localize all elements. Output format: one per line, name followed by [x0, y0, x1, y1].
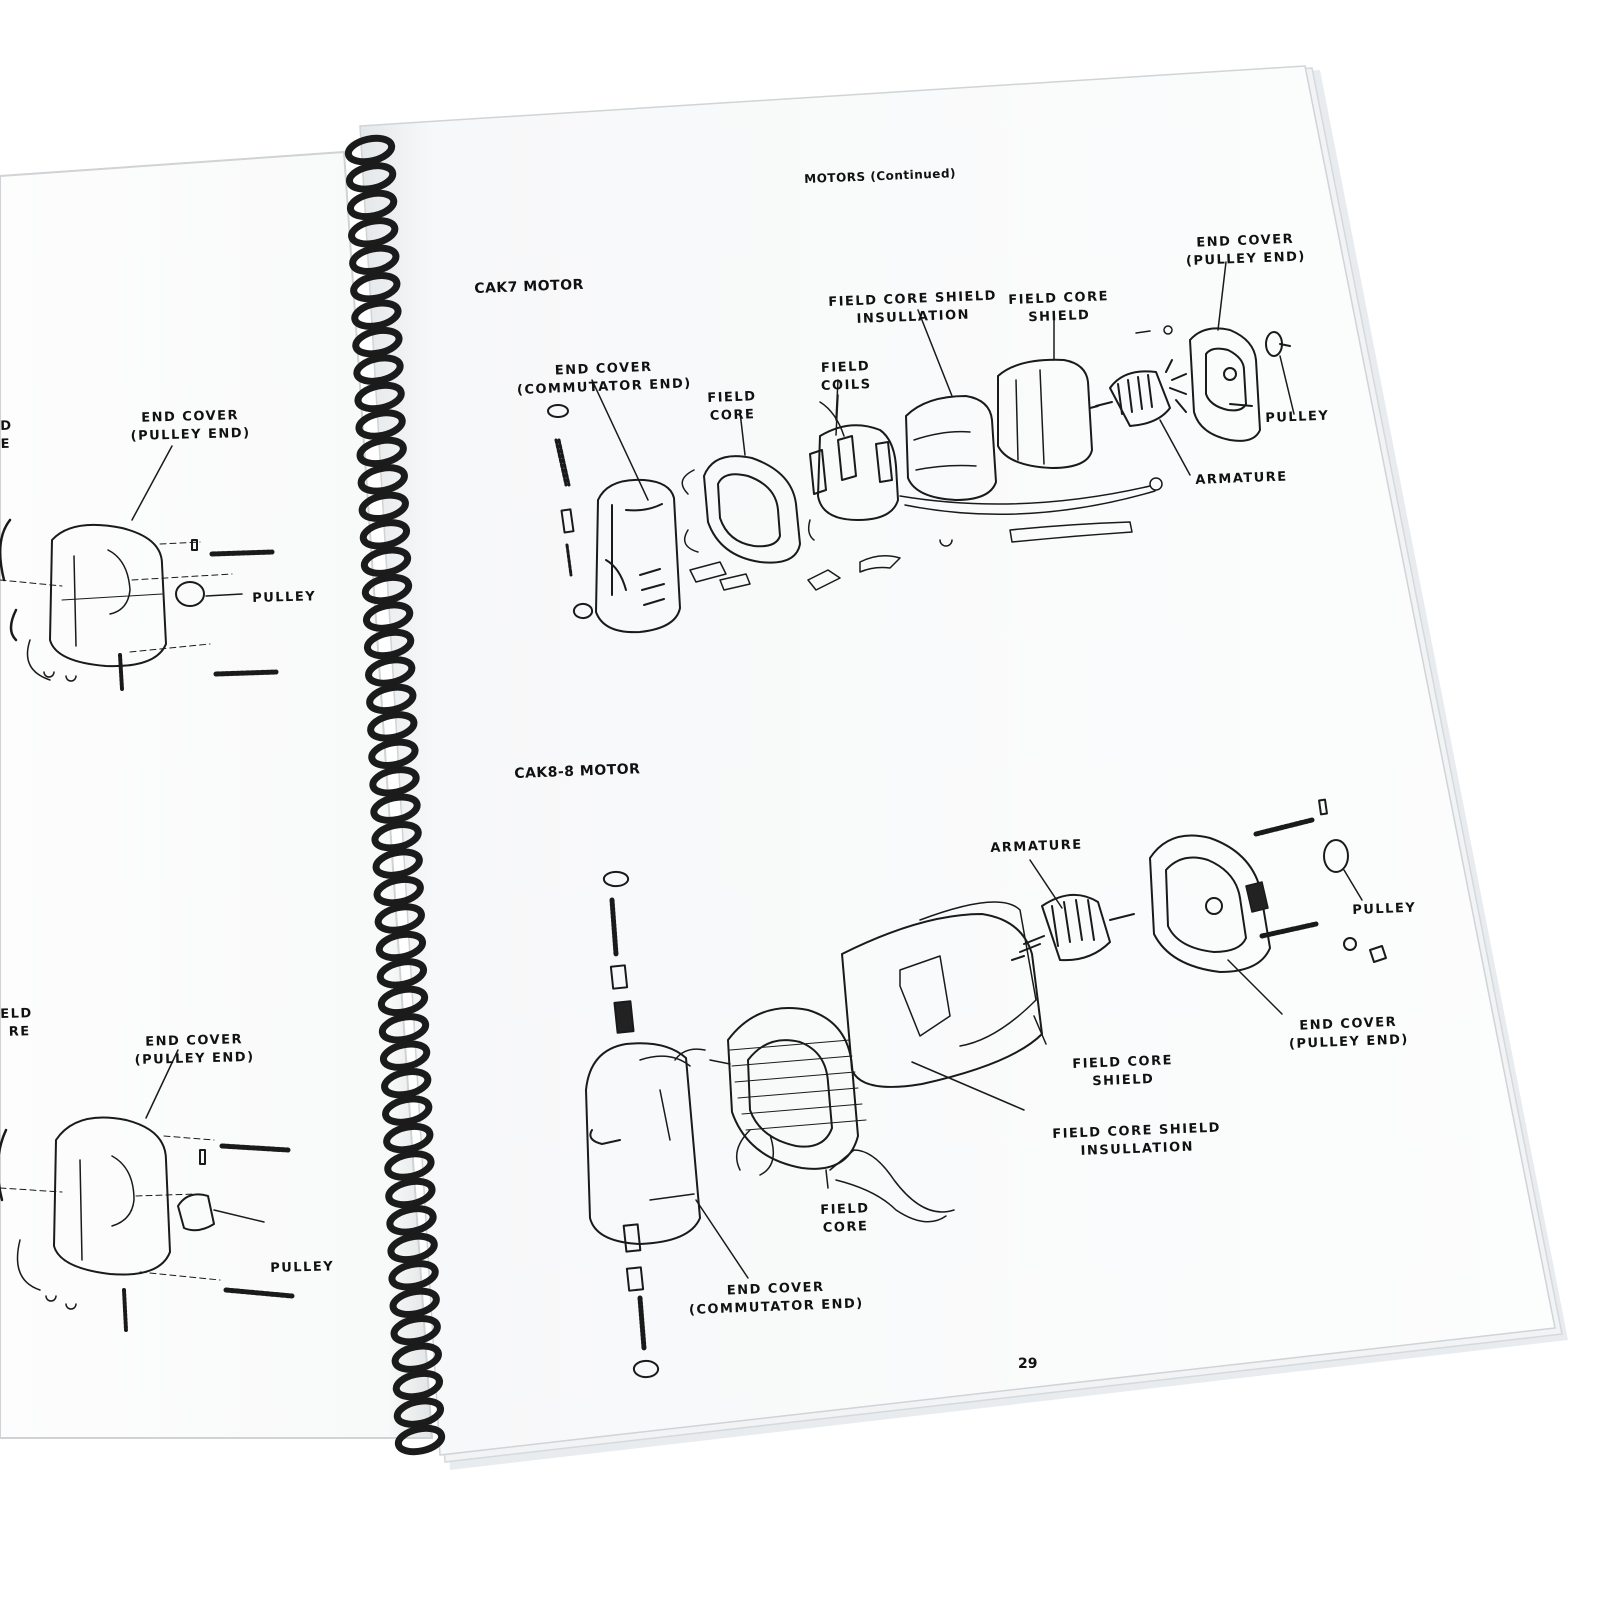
- binding-coil: [360, 546, 412, 577]
- binding-coil: [392, 1369, 444, 1401]
- left-top-label-pulley: PULLEY: [252, 589, 317, 606]
- binding-coil: [372, 848, 423, 879]
- cak7-label-end-cover-pulley: END COVER (PULLEY END): [1185, 231, 1307, 269]
- binding-coil: [384, 1150, 435, 1181]
- binding-coil: [352, 326, 403, 358]
- binding-coil: [345, 162, 397, 193]
- binding-coil: [369, 766, 420, 797]
- binding-coil: [344, 134, 396, 166]
- binding-coil: [374, 903, 425, 934]
- cak8-label-shield: FIELD CORE SHIELD: [1072, 1053, 1174, 1090]
- cak7-label-pulley: PULLEY: [1265, 408, 1330, 426]
- left-bottom-label-pulley: PULLEY: [270, 1259, 335, 1276]
- binding-coil: [371, 821, 422, 852]
- left-top-fragment: D E: [0, 418, 13, 452]
- binding-coil: [363, 628, 415, 660]
- cak7-label-field-core: FIELD CORE: [707, 389, 757, 424]
- cak8-label-field-core: FIELD CORE: [820, 1201, 870, 1236]
- left-page: [0, 150, 434, 1439]
- binding-coil: [354, 381, 405, 413]
- cak7-exploded-view: [547, 261, 1295, 634]
- binding-coil: [378, 1013, 430, 1044]
- binding-coil: [366, 683, 417, 715]
- binding-coil: [357, 464, 408, 495]
- binding-coil: [394, 1424, 446, 1456]
- cak7-label-shield: FIELD CORE SHIELD: [1008, 289, 1110, 326]
- binding-coil: [358, 491, 409, 522]
- binding-coil: [383, 1122, 434, 1154]
- left-page-drawings: [0, 445, 295, 1332]
- binding-coil: [376, 958, 428, 989]
- page-number: 29: [1018, 1356, 1038, 1372]
- binding-coil: [386, 1205, 437, 1236]
- binding-coil: [356, 436, 407, 468]
- binding-coil: [353, 354, 404, 385]
- cak8-exploded-view: [585, 798, 1387, 1379]
- binding-coil: [348, 217, 399, 248]
- binding-coil: [391, 1342, 442, 1373]
- left-bottom-fragment: ELD RE: [0, 1006, 33, 1040]
- cak8-label-end-cover-pulley: END COVER (PULLEY END): [1288, 1014, 1410, 1052]
- binding-coil: [385, 1177, 436, 1209]
- binding-coil: [367, 711, 418, 742]
- cak7-label-armature: ARMATURE: [1195, 469, 1288, 488]
- binding-coil: [350, 272, 401, 303]
- binding-coil: [365, 656, 416, 687]
- cak8-label-pulley: PULLEY: [1352, 900, 1417, 918]
- binding-coil: [370, 793, 421, 824]
- spiral-binding: [344, 134, 446, 1456]
- left-top-label-end-cover: END COVER (PULLEY END): [130, 408, 251, 444]
- binding-coil: [368, 738, 419, 769]
- binding-coil: [388, 1260, 439, 1291]
- cak7-label-end-cover-commutator: END COVER (COMMUTATOR END): [516, 359, 693, 398]
- binding-coil: [351, 299, 402, 330]
- binding-coil: [373, 875, 424, 907]
- binding-coil: [355, 409, 406, 440]
- binding-coil: [390, 1315, 441, 1346]
- cak7-label-insulation: FIELD CORE SHIELD INSULLATION: [828, 288, 998, 327]
- binding-coil: [346, 189, 398, 221]
- binding-coil: [382, 1095, 433, 1126]
- binding-coil: [389, 1287, 440, 1318]
- cak8-label-armature: ARMATURE: [990, 837, 1083, 856]
- binding-coil: [375, 930, 427, 962]
- binding-coil: [362, 601, 414, 632]
- binding-coil: [361, 573, 413, 605]
- right-page: [359, 65, 1556, 1456]
- binding-coil: [379, 1040, 431, 1071]
- left-bottom-label-end-cover: END COVER (PULLEY END): [134, 1032, 255, 1068]
- binding-coil: [359, 519, 411, 550]
- binding-coil: [393, 1397, 445, 1428]
- binding-coil: [377, 985, 429, 1017]
- binding-coil: [381, 1068, 432, 1099]
- cak7-label-field-coils: FIELD COILS: [820, 359, 872, 394]
- binding-coil: [387, 1232, 438, 1264]
- binding-coil: [349, 244, 400, 275]
- cak8-label-end-cover-commutator: END COVER (COMMUTATOR END): [688, 1279, 865, 1318]
- cak8-label-insulation: FIELD CORE SHIELD INSULLATION: [1052, 1120, 1222, 1159]
